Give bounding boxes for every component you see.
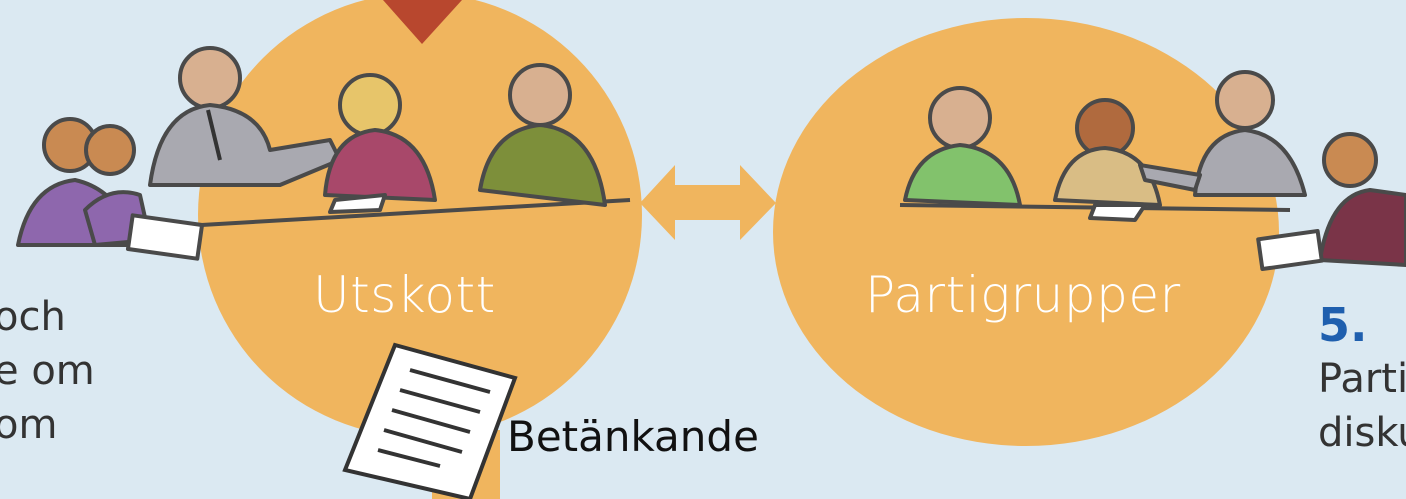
left-description: och e om om xyxy=(0,290,95,452)
left-meeting-group xyxy=(16,46,631,261)
partigrupper-bubble xyxy=(773,18,1279,446)
incoming-arrow xyxy=(383,0,462,44)
utskott-label: Utskott xyxy=(313,266,496,324)
document-icon xyxy=(342,342,518,499)
left-line-3: om xyxy=(0,402,58,448)
double-arrow-icon xyxy=(640,165,776,240)
left-line-2: e om xyxy=(0,348,95,394)
step-number: 5. xyxy=(1318,298,1368,352)
step-block: 5. Parti disku xyxy=(1318,298,1406,460)
partigrupper-label: Partigrupper xyxy=(865,266,1181,324)
step-line-1: Parti xyxy=(1318,356,1406,402)
step-line-2: disku xyxy=(1318,410,1406,456)
left-line-1: och xyxy=(0,294,66,340)
betankande-label: Betänkande xyxy=(507,412,759,461)
right-meeting-group xyxy=(899,70,1406,272)
